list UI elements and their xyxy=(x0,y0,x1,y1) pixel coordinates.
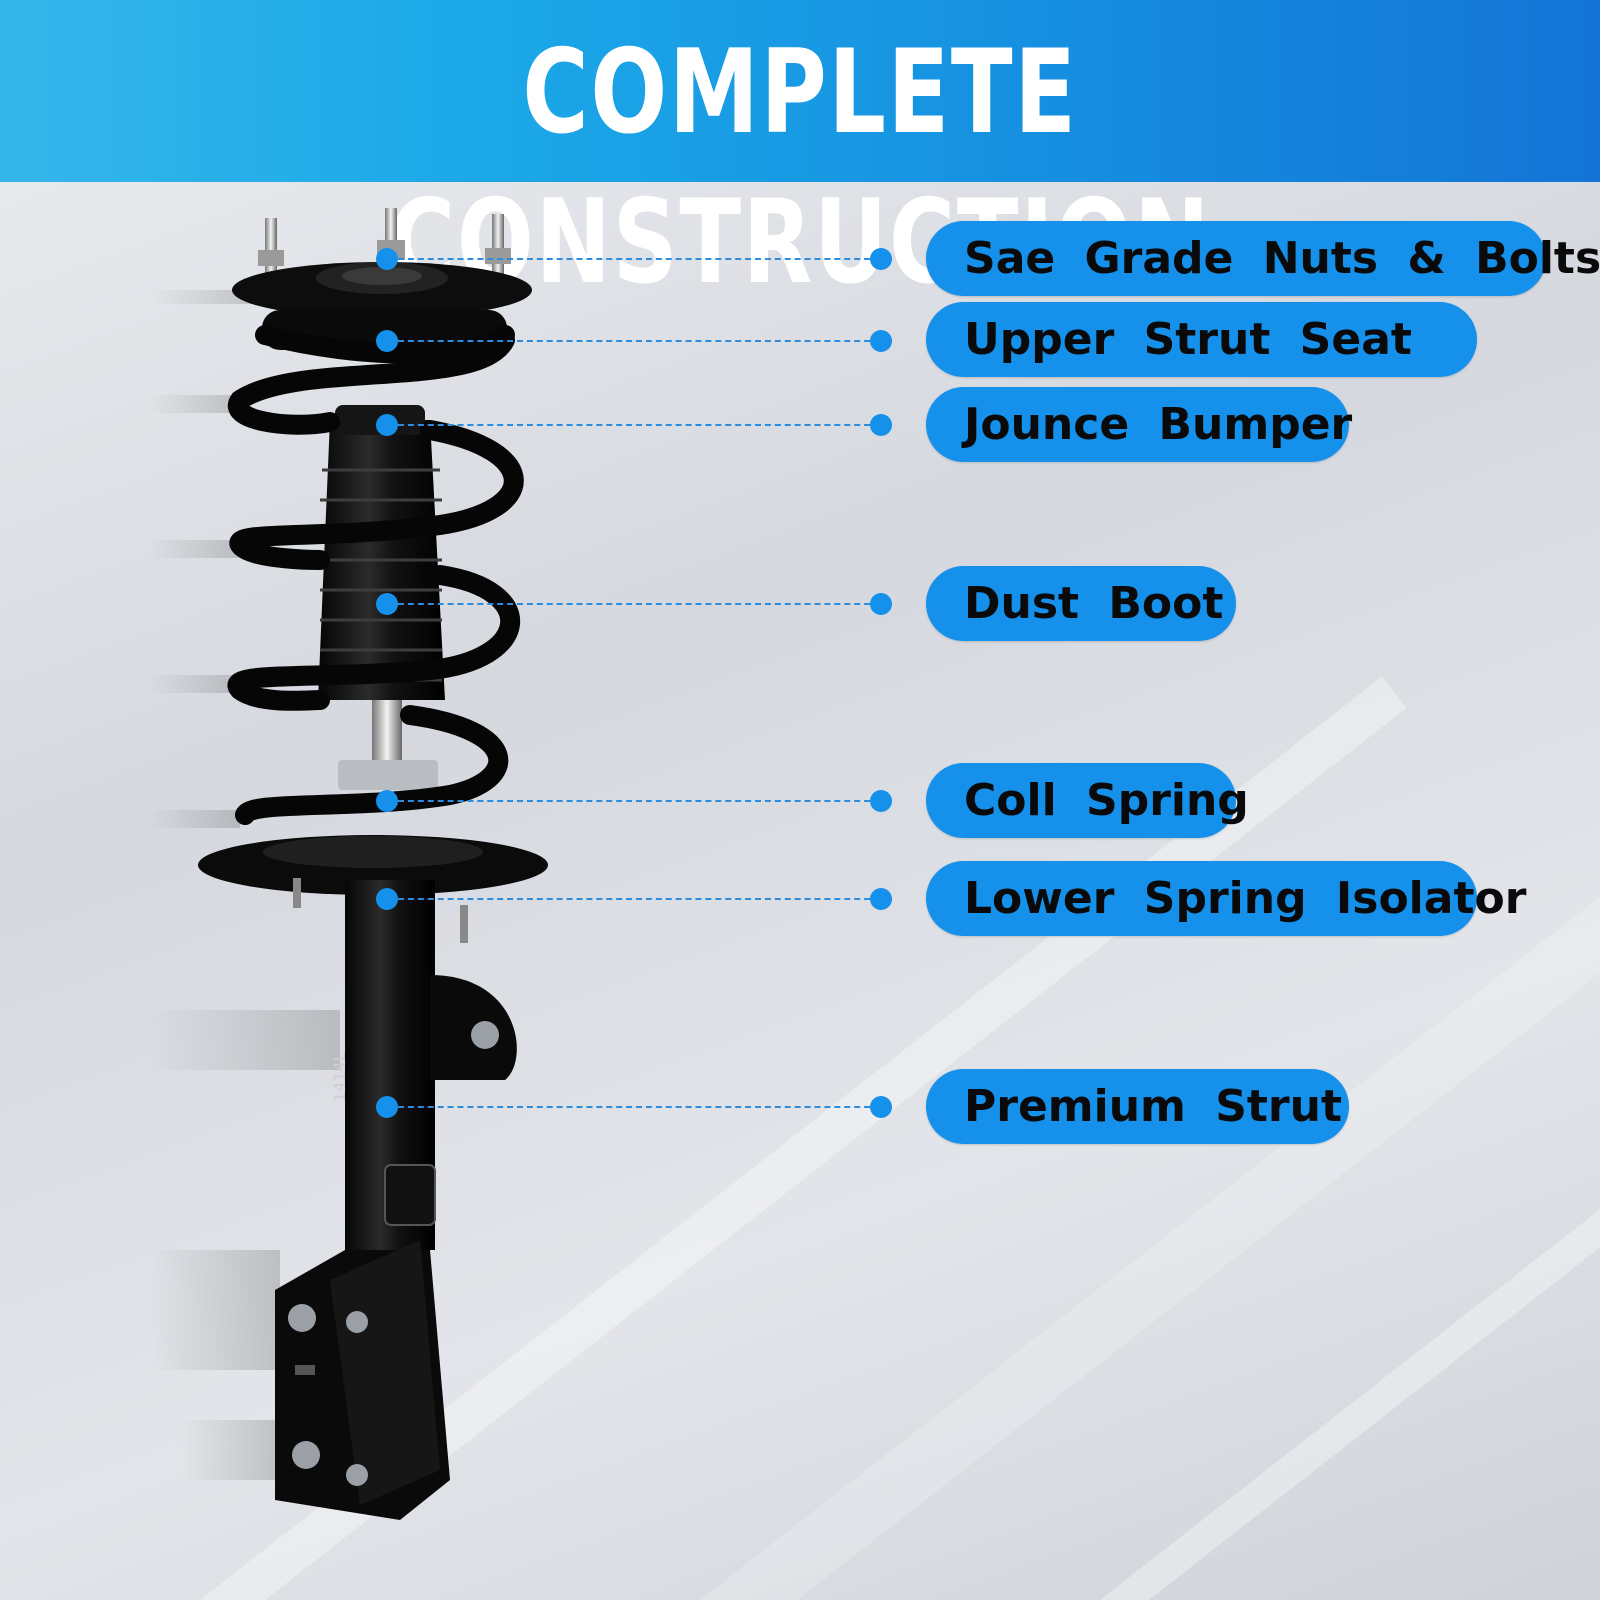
callout-label: Dust Boot xyxy=(964,578,1224,629)
callout-coil-spring: Coll Spring xyxy=(926,763,1249,838)
leader-line xyxy=(398,340,880,342)
callout-label: Jounce Bumper xyxy=(964,399,1353,450)
leader-line xyxy=(398,424,880,426)
callout-dust-boot: Dust Boot xyxy=(926,566,1236,641)
leader-line xyxy=(398,898,880,900)
anchor-dot xyxy=(376,330,398,352)
anchor-dot xyxy=(376,888,398,910)
callout-dot xyxy=(870,414,892,436)
callout-premium-strut: Premium Strut xyxy=(926,1069,1349,1144)
motion-blur xyxy=(150,290,340,1480)
callout-nuts-bolts: Sae Grade Nuts & Bolts xyxy=(926,221,1600,296)
callout-dot xyxy=(870,248,892,270)
callout-upper-strut-seat: Upper Strut Seat xyxy=(926,302,1477,377)
leader-line xyxy=(398,1106,880,1108)
anchor-dot xyxy=(376,414,398,436)
callout-label: Lower Spring Isolator xyxy=(964,873,1527,924)
callout-dot xyxy=(870,888,892,910)
callout-label: Premium Strut xyxy=(964,1081,1342,1132)
coil-spring xyxy=(227,325,524,825)
anchor-dot xyxy=(376,1096,398,1118)
leader-line xyxy=(398,258,880,260)
callout-label: Coll Spring xyxy=(964,775,1249,826)
rod-nut xyxy=(338,760,438,790)
callout-label: Upper Strut Seat xyxy=(964,314,1412,365)
leader-line xyxy=(398,800,880,802)
anchor-dot xyxy=(376,248,398,270)
callout-dot xyxy=(870,790,892,812)
anchor-dot xyxy=(376,790,398,812)
anchor-dot xyxy=(376,593,398,615)
part-marking: 1414L xyxy=(330,1052,349,1102)
callout-dot xyxy=(870,330,892,352)
callout-label: Sae Grade Nuts & Bolts xyxy=(964,233,1600,284)
leader-line xyxy=(398,603,880,605)
hose-clip xyxy=(384,1164,436,1226)
callout-jounce-bumper: Jounce Bumper xyxy=(926,387,1353,462)
callout-dot xyxy=(870,1096,892,1118)
lower-spring-isolator xyxy=(263,836,483,868)
callout-dot xyxy=(870,593,892,615)
callout-lower-spring-isolator: Lower Spring Isolator xyxy=(926,861,1526,936)
